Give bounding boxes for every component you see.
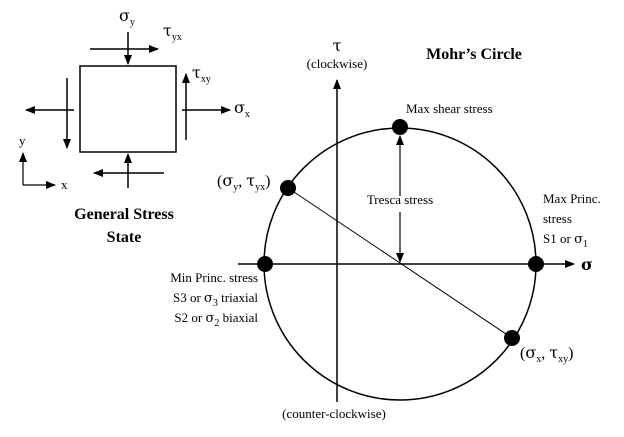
sigma-y-point-label: (σy, τyx): [217, 171, 270, 193]
max-princ-label-line1: Max Princ.: [543, 191, 601, 206]
stress-element-group: σy τyx τxy σx y x General Stress State: [19, 6, 250, 246]
sigma-x-label: σx: [234, 98, 250, 120]
general-stress-title-line1: General Stress: [74, 206, 174, 223]
state-diameter-line: [287, 187, 513, 339]
min-princ-label-line3: S2 or σ2 biaxial: [174, 310, 258, 329]
min-principal-point: [257, 256, 273, 272]
max-princ-label-line3: S1 or σ1: [543, 231, 588, 250]
max-princ-label-line2: stress: [543, 211, 572, 226]
sigma-axis-label: σ: [581, 255, 593, 274]
max-shear-point: [392, 119, 408, 135]
sigma-y-label: σy: [119, 6, 135, 28]
tresca-label: Tresca stress: [367, 192, 433, 207]
mohr-circle-group: Mohr’s Circle τ (clockwise) (counter-clo…: [170, 36, 601, 421]
tau-counter-clockwise-note: (counter-clockwise): [282, 406, 386, 421]
coord-x-label: x: [61, 177, 68, 192]
coord-y-label: y: [19, 133, 26, 148]
sigma-y-state-point: [280, 180, 296, 196]
tau-axis-label: τ: [333, 36, 342, 55]
tau-xy-label: τxy: [192, 63, 211, 85]
min-princ-label-line2: S3 or σ3 triaxial: [173, 290, 258, 309]
sigma-x-point-label: (σx, τxy): [520, 343, 573, 365]
mohr-circle-title: Mohr’s Circle: [426, 46, 522, 63]
stress-element-square: [79, 65, 177, 153]
tau-clockwise-note: (clockwise): [307, 56, 368, 71]
general-stress-title-line2: State: [107, 229, 142, 246]
max-shear-label: Max shear stress: [406, 101, 493, 116]
tau-yx-label: τyx: [163, 21, 182, 43]
max-principal-point: [528, 256, 544, 272]
min-princ-label-line1: Min Princ. stress: [170, 270, 258, 285]
sigma-x-state-point: [504, 330, 520, 346]
